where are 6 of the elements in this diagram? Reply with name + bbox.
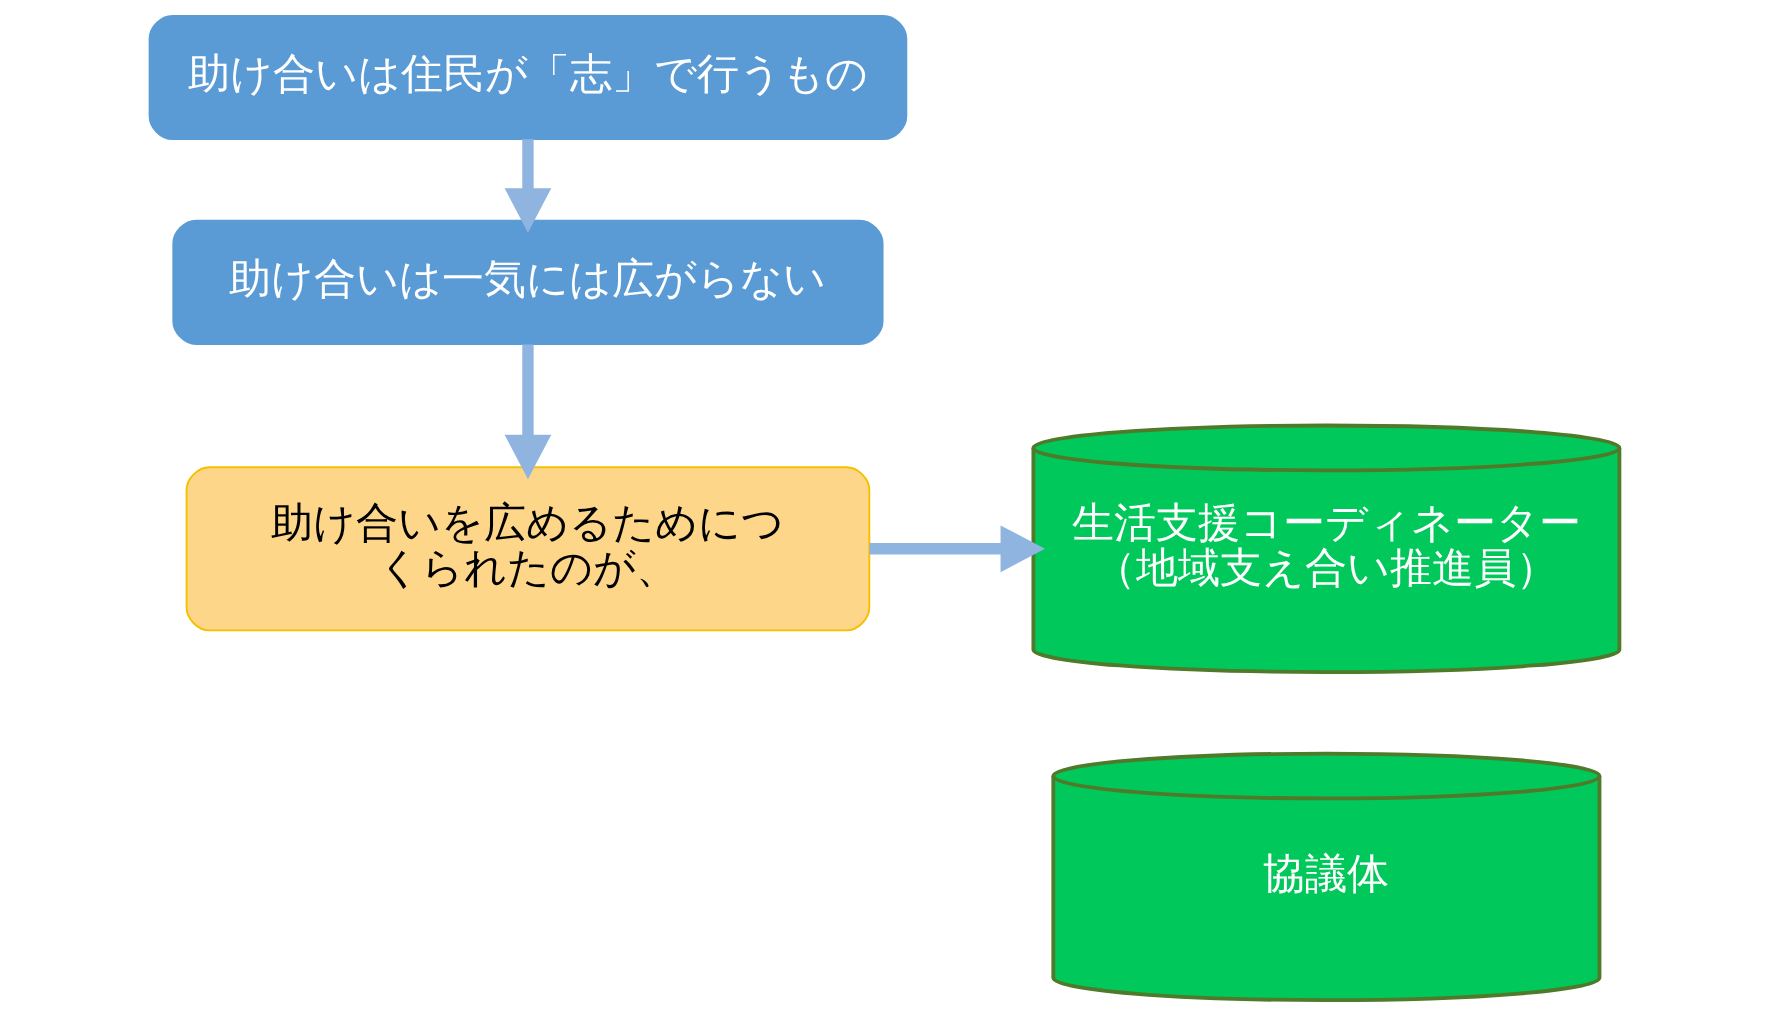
arrow — [504, 139, 552, 233]
arrow — [869, 525, 1046, 573]
node-box: 助け合いは住民が「志」で行うもの — [148, 14, 908, 141]
node-box: 助け合いを広めるためにつくられたのが、 — [185, 466, 871, 632]
arrow — [504, 344, 552, 480]
node-box: 助け合いは一気には広がらない — [172, 219, 884, 345]
